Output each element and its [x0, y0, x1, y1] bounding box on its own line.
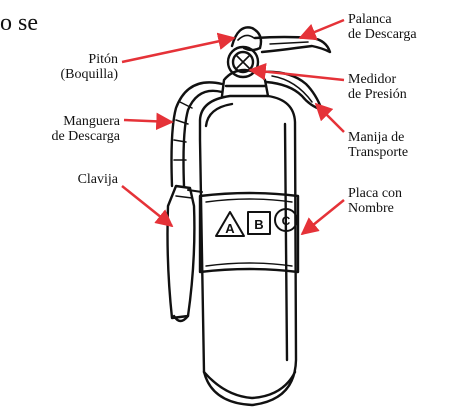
arrow-medidor: [248, 62, 345, 82]
cut-off-text-fragment: o se: [0, 10, 38, 36]
arrow-manguera: [123, 112, 174, 131]
extinguisher-neck: [220, 68, 270, 98]
label-placa: Placa con Nombre: [348, 186, 403, 216]
extinguisher-cylinder: [198, 94, 298, 407]
fire-extinguisher-illustration: [166, 26, 332, 407]
label-manija: Manija de Transporte: [348, 130, 409, 160]
class-b-badge: [247, 211, 271, 235]
label-piton: Pitón (Boquilla): [60, 52, 118, 82]
arrow-piton: [121, 32, 236, 64]
class-c-badge: [274, 208, 298, 232]
arrow-manija: [314, 102, 345, 133]
pressure-gauge: [226, 45, 260, 79]
badge-c-letter: C: [282, 214, 291, 228]
nozzle: [166, 184, 196, 320]
name-plate: [198, 191, 300, 274]
label-medidor: Medidor de Presión: [348, 72, 407, 102]
badge-a-letter: A: [225, 221, 235, 236]
badge-b-letter: B: [254, 217, 263, 232]
arrow-clavija: [121, 185, 174, 228]
discharge-hose: [170, 81, 224, 188]
arrow-palanca: [298, 18, 345, 41]
discharge-lever: [253, 35, 332, 54]
arrow-placa: [300, 199, 345, 236]
label-clavija: Clavija: [77, 172, 118, 187]
label-palanca: Palanca de Descarga: [348, 12, 417, 42]
label-manguera: Manguera de Descarga: [51, 114, 120, 144]
class-a-badge: [215, 211, 245, 237]
